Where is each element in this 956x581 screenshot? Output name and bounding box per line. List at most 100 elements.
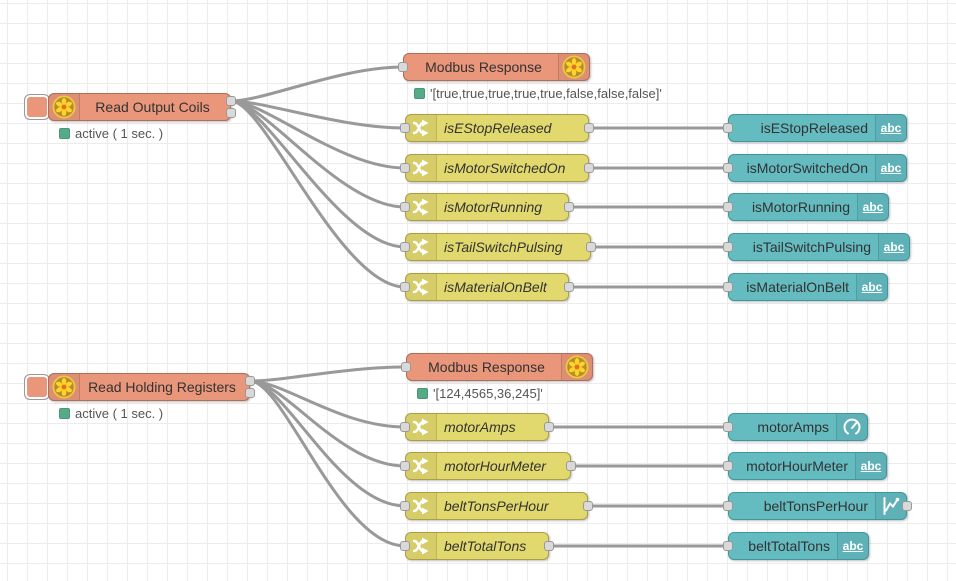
output-port[interactable] — [564, 202, 574, 212]
abc-icon: abc — [875, 115, 906, 141]
output-port[interactable] — [245, 376, 255, 386]
output-port[interactable] — [226, 108, 236, 118]
input-port[interactable] — [400, 461, 410, 471]
output-port[interactable] — [245, 388, 255, 398]
input-port[interactable] — [723, 202, 733, 212]
node-label: beltTonsPerHour — [444, 493, 585, 519]
inject-button[interactable] — [24, 374, 50, 400]
input-port[interactable] — [400, 163, 410, 173]
node-label: isTailSwitchPulsing — [444, 234, 588, 260]
node-label: isEStopReleased — [444, 115, 586, 141]
wire[interactable] — [250, 381, 405, 427]
output-port[interactable] — [902, 501, 912, 511]
output-port[interactable] — [584, 163, 594, 173]
node-label: isMaterialOnBelt — [444, 274, 566, 300]
node-change-belttotaltons[interactable]: beltTotalTons — [405, 532, 549, 560]
node-label: Read Holding Registers — [79, 374, 245, 400]
wire[interactable] — [231, 101, 405, 287]
input-port[interactable] — [400, 202, 410, 212]
gauge-icon — [836, 414, 867, 440]
wire[interactable] — [250, 367, 406, 381]
abc-icon: abc — [857, 194, 888, 220]
input-port[interactable] — [400, 123, 410, 133]
output-port[interactable] — [544, 422, 554, 432]
node-ui-text-motorhourmeter[interactable]: motorHourMeter abc — [728, 452, 887, 480]
status-dot-icon — [414, 88, 425, 99]
node-status: active ( 1 sec. ) — [59, 126, 163, 141]
shuffle-arrows-icon — [406, 533, 437, 559]
abc-icon: abc — [878, 234, 909, 260]
shuffle-arrows-icon — [406, 414, 437, 440]
node-change-ismotorrunning[interactable]: isMotorRunning — [405, 193, 569, 221]
output-port[interactable] — [586, 242, 596, 252]
node-label: isMotorRunning — [444, 194, 566, 220]
input-port[interactable] — [723, 501, 733, 511]
node-ui-text-isestopreleased[interactable]: isEStopReleased abc — [728, 114, 907, 142]
node-label: motorAmps — [444, 414, 546, 440]
node-label: beltTotalTons — [444, 533, 546, 559]
node-modbus-response-coils[interactable]: Modbus Response '[true,true,true,true,tr… — [403, 53, 590, 81]
input-port[interactable] — [723, 242, 733, 252]
node-label: motorAmps — [731, 414, 829, 440]
input-port[interactable] — [723, 282, 733, 292]
abc-icon: abc — [837, 533, 868, 559]
abc-icon: abc — [856, 274, 887, 300]
node-change-isestopreleased[interactable]: isEStopReleased — [405, 114, 589, 142]
node-label: isEStopReleased — [731, 115, 868, 141]
modbus-flower-icon — [561, 354, 592, 380]
status-dot-icon — [59, 408, 70, 419]
input-port[interactable] — [723, 422, 733, 432]
status-dot-icon — [59, 128, 70, 139]
node-ui-chart-belttonsperhour[interactable]: beltTonsPerHour — [728, 492, 907, 520]
node-ui-gauge-motoramps[interactable]: motorAmps — [728, 413, 868, 441]
node-change-motorhourmeter[interactable]: motorHourMeter — [405, 452, 571, 480]
abc-icon: abc — [875, 155, 906, 181]
node-change-belttonsperhour[interactable]: beltTonsPerHour — [405, 492, 588, 520]
node-label: isMaterialOnBelt — [731, 274, 849, 300]
inject-button[interactable] — [24, 94, 50, 120]
output-port[interactable] — [583, 501, 593, 511]
wire[interactable] — [231, 67, 403, 101]
node-modbus-response-registers[interactable]: Modbus Response '[124,4565,36,245]' — [406, 353, 593, 381]
input-port[interactable] — [400, 242, 410, 252]
node-change-ismotorswitchedon[interactable]: isMotorSwitchedOn — [405, 154, 589, 182]
node-read-holding-registers[interactable]: Read Holding Registers active ( 1 sec. ) — [48, 373, 250, 401]
node-label: Modbus Response — [408, 54, 559, 80]
modbus-flower-icon — [558, 54, 589, 80]
node-ui-text-ismaterialonbelt[interactable]: isMaterialOnBelt abc — [728, 273, 888, 301]
input-port[interactable] — [398, 62, 408, 72]
node-ui-text-belttotaltons[interactable]: beltTotalTons abc — [728, 532, 869, 560]
input-port[interactable] — [400, 422, 410, 432]
abc-icon: abc — [855, 453, 886, 479]
node-label: motorHourMeter — [731, 453, 848, 479]
input-port[interactable] — [723, 541, 733, 551]
node-read-output-coils[interactable]: Read Output Coils active ( 1 sec. ) — [48, 93, 231, 121]
node-ui-text-ismotorrunning[interactable]: isMotorRunning abc — [728, 193, 889, 221]
shuffle-arrows-icon — [406, 453, 437, 479]
node-ui-text-ismotorswitchedon[interactable]: isMotorSwitchedOn abc — [728, 154, 907, 182]
output-port[interactable] — [566, 461, 576, 471]
modbus-flower-icon — [49, 94, 80, 120]
output-port[interactable] — [584, 123, 594, 133]
node-status: '[true,true,true,true,true,false,false,f… — [414, 86, 662, 101]
input-port[interactable] — [400, 501, 410, 511]
node-change-ismaterialonbelt[interactable]: isMaterialOnBelt — [405, 273, 569, 301]
output-port[interactable] — [564, 282, 574, 292]
output-port[interactable] — [226, 96, 236, 106]
output-port[interactable] — [544, 541, 554, 551]
input-port[interactable] — [401, 362, 411, 372]
shuffle-arrows-icon — [406, 155, 437, 181]
node-change-motoramps[interactable]: motorAmps — [405, 413, 549, 441]
input-port[interactable] — [400, 282, 410, 292]
node-ui-text-istailswitchpulsing[interactable]: isTailSwitchPulsing abc — [728, 233, 910, 261]
node-label: Read Output Coils — [79, 94, 226, 120]
input-port[interactable] — [400, 541, 410, 551]
shuffle-arrows-icon — [406, 194, 437, 220]
input-port[interactable] — [723, 461, 733, 471]
shuffle-arrows-icon — [406, 493, 437, 519]
input-port[interactable] — [723, 123, 733, 133]
input-port[interactable] — [723, 163, 733, 173]
node-status: '[124,4565,36,245]' — [417, 386, 543, 401]
node-change-istailswitchpulsing[interactable]: isTailSwitchPulsing — [405, 233, 591, 261]
